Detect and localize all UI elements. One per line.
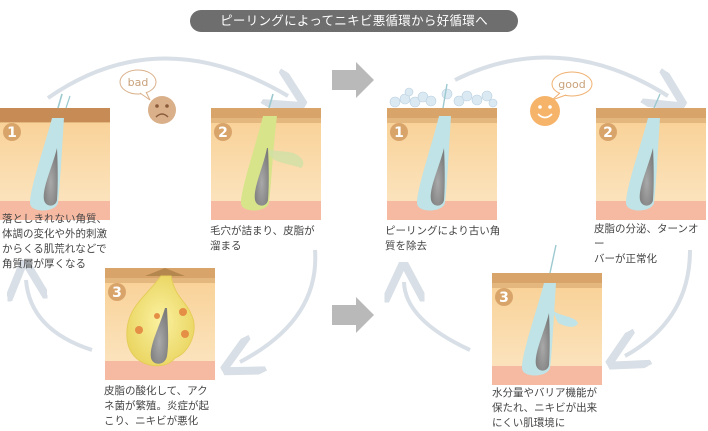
bad-step-2-caption: 毛穴が詰まり、皮脂が 溜まる bbox=[210, 225, 315, 252]
good-step-1-num: 1 bbox=[394, 125, 404, 141]
bad-speech-bubble: bad bbox=[119, 69, 157, 101]
bad-step-3-num: 3 bbox=[112, 285, 122, 301]
cycle-arrow-bad-right bbox=[240, 249, 318, 362]
sad-face-icon bbox=[148, 96, 176, 124]
bad-step-3-illustration: 3 bbox=[105, 268, 215, 380]
good-step-1-caption: ピーリングにより古い角 質を除去 bbox=[385, 225, 501, 252]
cycle-arrow-good-left bbox=[404, 282, 471, 352]
good-step-3-num: 3 bbox=[499, 290, 509, 306]
cycle-arrow-good-right bbox=[625, 249, 692, 356]
good-speech-bubble: good bbox=[551, 71, 593, 101]
good-step-2-num: 2 bbox=[603, 125, 613, 141]
happy-face-icon bbox=[530, 96, 560, 126]
bad-step-2-num: 2 bbox=[218, 125, 228, 141]
cycle-arrow-bad-left bbox=[26, 280, 93, 352]
diagram-title: ピーリングによってニキビ悪循環から好循環へ bbox=[190, 10, 518, 32]
good-step-1-illustration: 1 bbox=[387, 83, 498, 220]
bad-step-1-illustration: 1 bbox=[0, 93, 110, 220]
good-step-3-illustration: 3 bbox=[492, 244, 602, 385]
bad-step-2-illustration: 2 bbox=[211, 93, 321, 220]
cycle-arrow-bad-top bbox=[46, 56, 288, 98]
bad-step-1-caption: 落としきれない角質、 体調の変化や外的刺激 からくる肌荒れなどで 角質層が厚くな… bbox=[2, 213, 107, 270]
bad-step-1-num: 1 bbox=[7, 125, 17, 141]
transition-arrow-bottom bbox=[332, 297, 374, 333]
transition-arrow-top bbox=[332, 62, 374, 98]
bad-step-3-caption: 皮脂の酸化して、アク ネ菌が繁殖。炎症が起 こり、ニキビが悪化 bbox=[104, 385, 209, 427]
cycle-arrow-good-top bbox=[454, 55, 668, 96]
good-step-3-caption: 水分量やバリア機能が 保たれ、ニキビが出来 にくい肌環境に bbox=[492, 387, 598, 429]
good-step-2-illustration: 2 bbox=[596, 93, 706, 220]
good-step-2-caption: 皮脂の分泌、ターンオー バーが正常化 bbox=[594, 223, 699, 265]
good-label: good bbox=[558, 78, 585, 91]
bad-label: bad bbox=[128, 76, 149, 89]
